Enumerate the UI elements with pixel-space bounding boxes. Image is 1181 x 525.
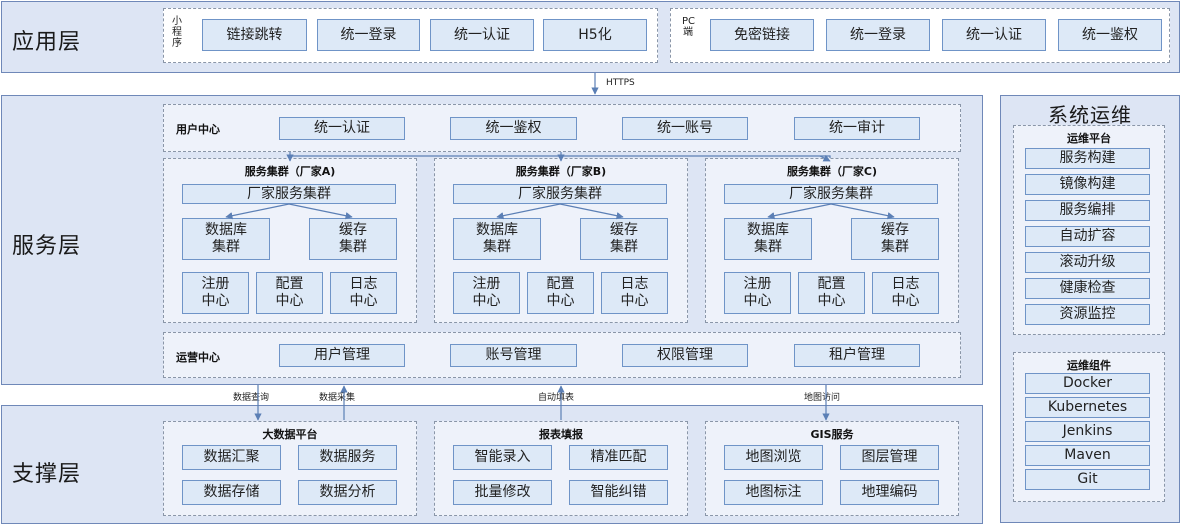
cluster-b-vendor: 厂家服务集群 xyxy=(453,184,667,204)
ops-component-kubernetes: Kubernetes xyxy=(1025,397,1150,418)
map-access-label: 地图访问 xyxy=(804,393,841,403)
cluster-c-cache: 缓存集群 xyxy=(851,218,939,260)
cluster-b-db-link xyxy=(496,203,561,220)
cluster-c-vendor: 厂家服务集群 xyxy=(724,184,938,204)
data-query-label: 数据查询 xyxy=(233,393,270,403)
bigdata-item-3: 数据分析 xyxy=(298,480,397,505)
ops-platform-item-2: 服务编排 xyxy=(1025,200,1150,221)
cluster-b-title: 服务集群（厂家B) xyxy=(515,165,607,178)
cluster-a-title: 服务集群（厂家A) xyxy=(244,165,336,178)
report-item-0: 智能录入 xyxy=(453,445,552,470)
cluster-b-bottom-2: 日志中心 xyxy=(601,272,668,314)
user-center-item-2: 统一账号 xyxy=(622,117,748,140)
app-mini-item-2: 统一认证 xyxy=(430,19,534,51)
cluster-c-title: 服务集群（厂家C) xyxy=(786,165,878,178)
report-item-3: 智能纠错 xyxy=(569,480,668,505)
user-center-title: 用户中心 xyxy=(176,123,220,136)
mini-program-label: 小程序 xyxy=(172,16,182,49)
cluster-a-bottom-0: 注册中心 xyxy=(182,272,249,314)
cluster-b-bottom-1: 配置中心 xyxy=(527,272,594,314)
cluster-a-vendor: 厂家服务集群 xyxy=(182,184,396,204)
cluster-c-bottom-2: 日志中心 xyxy=(872,272,939,314)
app-pc-item-3: 统一鉴权 xyxy=(1058,19,1162,51)
cluster-b-db: 数据库集群 xyxy=(453,218,541,260)
cluster-b-bottom-0: 注册中心 xyxy=(453,272,520,314)
cluster-a-bottom-2: 日志中心 xyxy=(330,272,397,314)
ops-platform-item-4: 滚动升级 xyxy=(1025,252,1150,273)
ops-platform-item-6: 资源监控 xyxy=(1025,304,1150,325)
cluster-c-db: 数据库集群 xyxy=(724,218,812,260)
pc-label: PC端 xyxy=(682,16,696,38)
bigdata-item-2: 数据存储 xyxy=(182,480,281,505)
ops-center-item-2: 权限管理 xyxy=(622,344,748,367)
ops-component-docker: Docker xyxy=(1025,373,1150,394)
cluster-c-db-link xyxy=(767,203,832,220)
ops-platform-item-3: 自动扩容 xyxy=(1025,226,1150,247)
service-layer-title: 服务层 xyxy=(12,234,82,259)
app-pc-item-0: 免密链接 xyxy=(710,19,814,51)
ops-platform-title: 运维平台 xyxy=(1067,132,1111,145)
bigdata-title: 大数据平台 xyxy=(262,428,318,441)
app-mini-item-1: 统一登录 xyxy=(317,19,420,51)
cluster-a-bottom-1: 配置中心 xyxy=(256,272,323,314)
app-pc-item-2: 统一认证 xyxy=(942,19,1046,51)
ops-platform-item-0: 服务构建 xyxy=(1025,148,1150,169)
ops-center-item-1: 账号管理 xyxy=(450,344,577,367)
ops-center-title: 运营中心 xyxy=(176,351,220,364)
ops-center-item-0: 用户管理 xyxy=(279,344,405,367)
cluster-c-bottom-1: 配置中心 xyxy=(798,272,865,314)
user-to-clusters-arrow xyxy=(289,152,831,158)
app-mini-item-0: 链接跳转 xyxy=(202,19,307,51)
app-pc-item-1: 统一登录 xyxy=(826,19,930,51)
report-title: 报表填报 xyxy=(539,428,583,441)
report-item-1: 精准匹配 xyxy=(569,445,668,470)
user-center-item-1: 统一鉴权 xyxy=(450,117,577,140)
cluster-a-db-link xyxy=(225,203,290,220)
gis-item-0: 地图浏览 xyxy=(724,445,823,470)
bigdata-item-1: 数据服务 xyxy=(298,445,397,470)
cluster-b-cache: 缓存集群 xyxy=(580,218,668,260)
cluster-a-cache-link xyxy=(288,203,353,220)
app-layer-title: 应用层 xyxy=(12,30,82,55)
data-collect-label: 数据采集 xyxy=(319,393,356,403)
ops-component-jenkins: Jenkins xyxy=(1025,421,1150,442)
user-center-item-0: 统一认证 xyxy=(279,117,405,140)
cluster-c-cache-link xyxy=(830,203,895,220)
app-mini-item-3: H5化 xyxy=(543,19,647,51)
to-cluster-c-arrow xyxy=(819,154,831,162)
auto-fill-label: 自动填表 xyxy=(538,393,575,403)
ops-component-git: Git xyxy=(1025,469,1150,490)
ops-components-title: 运维组件 xyxy=(1067,359,1111,372)
bigdata-item-0: 数据汇聚 xyxy=(182,445,281,470)
cluster-b-cache-link xyxy=(559,203,624,220)
cluster-a-cache: 缓存集群 xyxy=(309,218,397,260)
ops-layer-title: 系统运维 xyxy=(1048,103,1132,127)
gis-item-1: 图层管理 xyxy=(840,445,939,470)
gis-item-2: 地图标注 xyxy=(724,480,823,505)
support-layer-title: 支撑层 xyxy=(12,462,82,487)
https-label: HTTPS xyxy=(606,78,635,88)
ops-center-item-3: 租户管理 xyxy=(794,344,920,367)
gis-title: GIS服务 xyxy=(810,428,854,441)
ops-platform-item-1: 镜像构建 xyxy=(1025,174,1150,195)
user-center-item-3: 统一审计 xyxy=(794,117,920,140)
cluster-c-bottom-0: 注册中心 xyxy=(724,272,791,314)
gis-item-3: 地理编码 xyxy=(840,480,939,505)
report-item-2: 批量修改 xyxy=(453,480,552,505)
ops-component-maven: Maven xyxy=(1025,445,1150,466)
ops-platform-item-5: 健康检查 xyxy=(1025,278,1150,299)
